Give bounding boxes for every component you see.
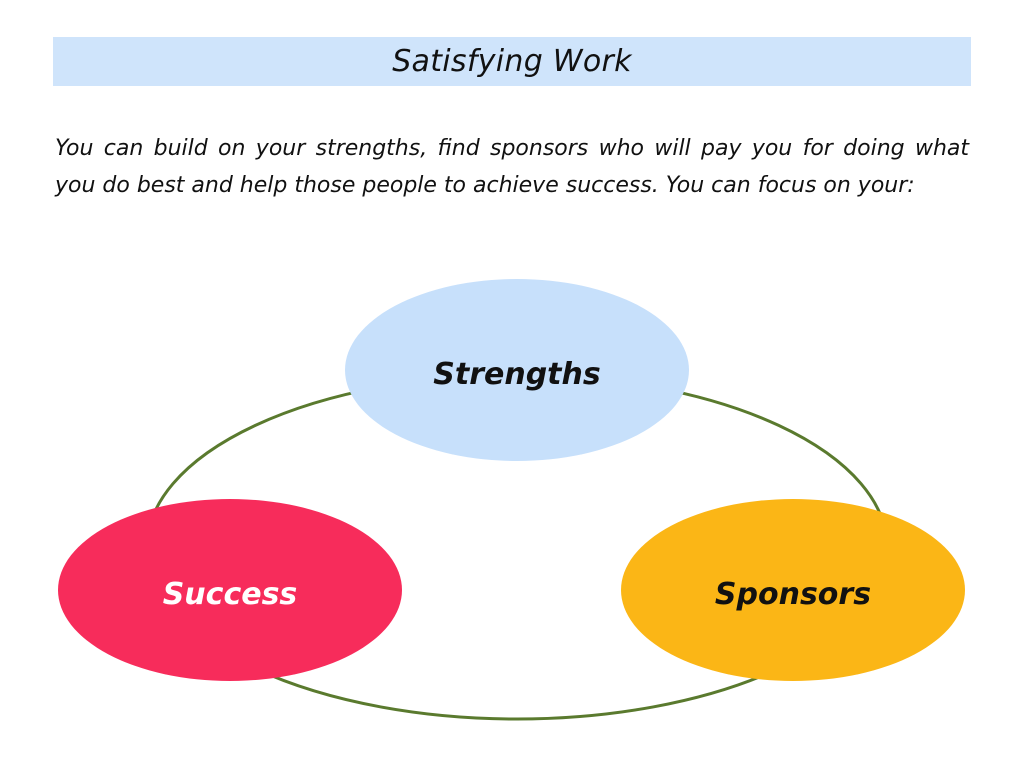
strengths-label: Strengths (433, 357, 600, 392)
slide-title: Satisfying Work (392, 44, 632, 79)
title-banner: Satisfying Work (53, 37, 971, 86)
node-sponsors: Sponsors (621, 499, 965, 681)
sponsors-ellipse (621, 499, 965, 681)
intro-paragraph: You can build on your strengths, find sp… (55, 136, 969, 198)
node-strengths: Strengths (345, 279, 689, 461)
strengths-ellipse (345, 279, 689, 461)
node-success: Success (58, 499, 402, 681)
sponsors-label: Sponsors (715, 577, 871, 612)
success-ellipse (58, 499, 402, 681)
success-label: Success (163, 577, 298, 612)
